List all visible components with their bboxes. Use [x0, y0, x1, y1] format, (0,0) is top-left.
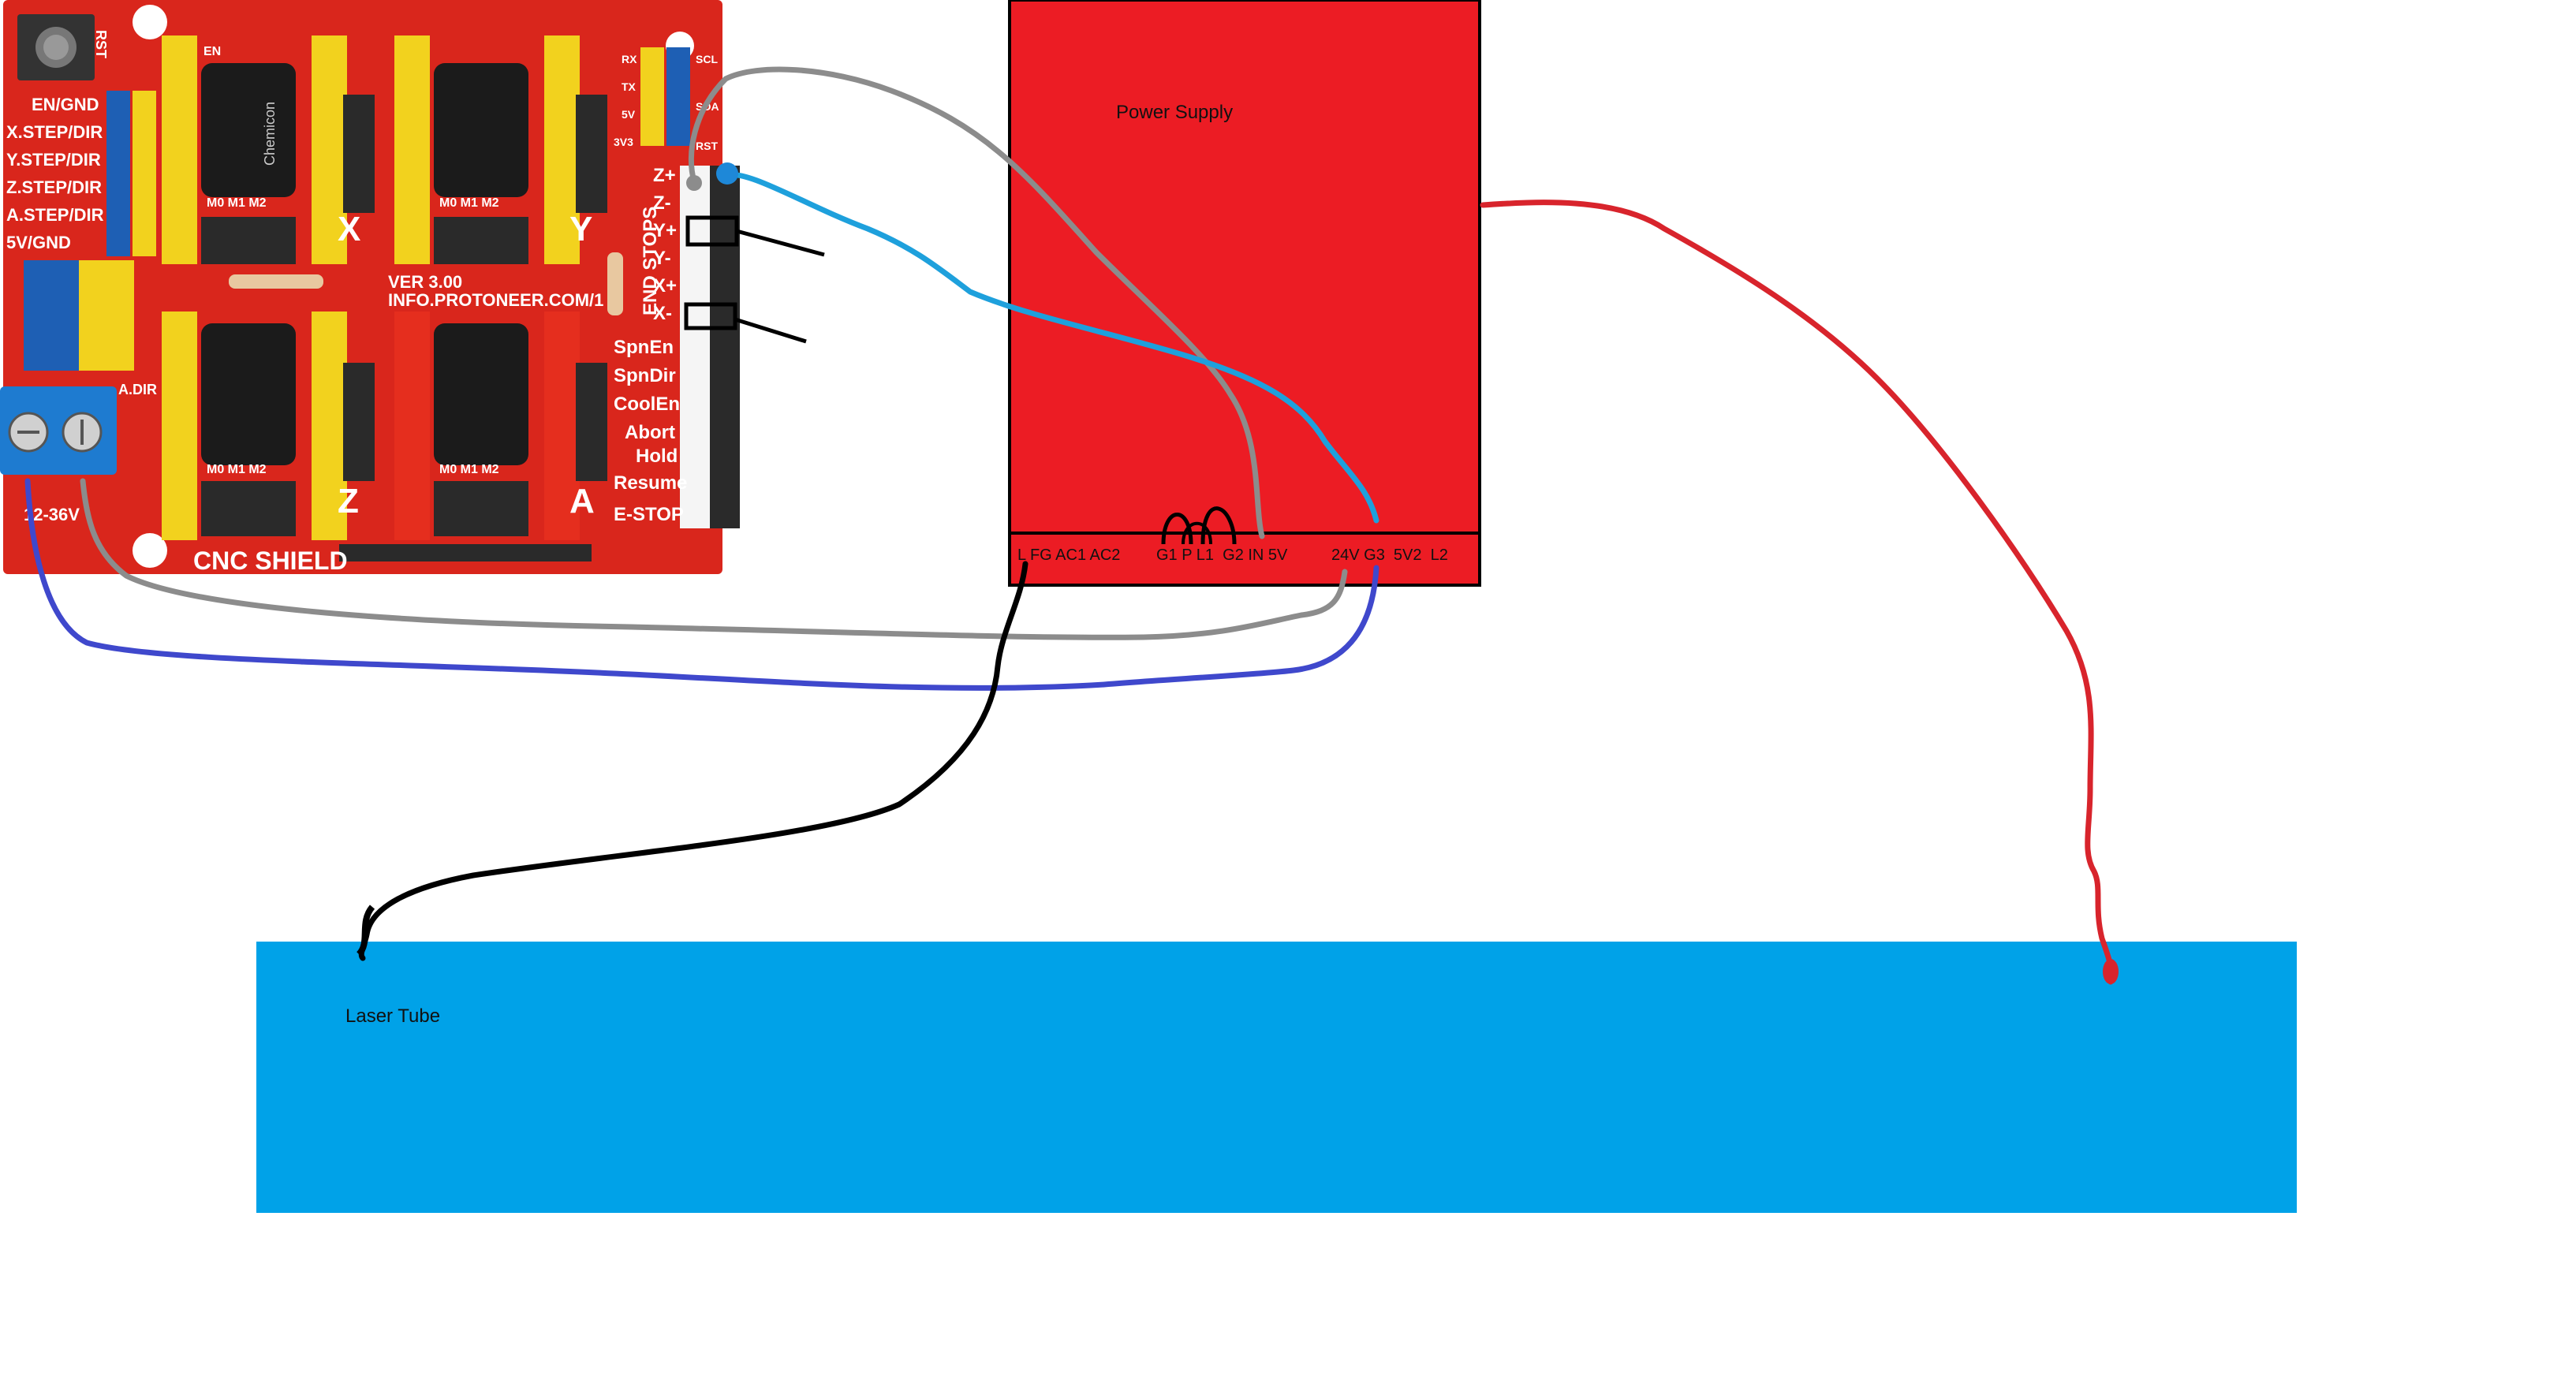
control-pin-coolen: CoolEn	[614, 394, 680, 415]
cap-brand-label: Chemicon	[262, 102, 278, 166]
endstop-pin-z-minus: Z-	[653, 192, 671, 214]
endstop-pin-x-plus: X+	[653, 275, 677, 297]
terminals-left: L FG AC1 AC2	[1017, 547, 1120, 564]
endstop-y-lead	[736, 229, 825, 257]
website-label: INFO.PROTONEER.COM/1	[388, 290, 603, 310]
wire-blue-g3	[722, 171, 1379, 524]
stepper-driver-a: M0 M1 M2	[394, 311, 580, 540]
jumper-headers	[24, 260, 134, 371]
endstop-x-highlight	[684, 302, 737, 330]
side-header	[640, 47, 690, 146]
control-pin-spnen: SpnEn	[614, 337, 674, 358]
endstop-pin-y-minus: Y-	[653, 248, 671, 269]
version-label: VER 3.00	[388, 272, 462, 292]
axis-label-x: X	[338, 210, 360, 248]
reset-button	[17, 14, 95, 80]
left-label-en-gnd: EN/GND	[32, 95, 99, 114]
laser-tube-body	[256, 942, 2297, 1213]
power-supply-body	[1008, 0, 1481, 587]
control-pin-estop: E-STOP	[614, 504, 684, 525]
driver-pins-a: M0 M1 M2	[439, 463, 499, 476]
left-label-x-step: X.STEP/DIR	[6, 122, 103, 142]
stepper-driver-y: M0 M1 M2	[394, 35, 580, 264]
driver-pins-x: M0 M1 M2	[207, 196, 267, 210]
cnc-shield-board: RST EN/GND X.STEP/DIR Y.STEP/DIR Z.STEP/…	[0, 0, 825, 575]
axis-label-a: A	[569, 482, 595, 520]
terminals-mid: G1 P L1 G2 IN 5V	[1156, 547, 1288, 564]
axis-label-z: Z	[338, 482, 359, 520]
control-pin-resume: Resume	[614, 472, 687, 494]
side-pin-tx: TX	[622, 80, 637, 93]
wire-gray-5v	[688, 66, 1265, 539]
jumper-loop-1	[1161, 513, 1193, 545]
wire-darkblue-g3	[24, 478, 1379, 691]
control-pin-hold: Hold	[636, 446, 678, 467]
driver-pins-z: M0 M1 M2	[207, 463, 267, 476]
endstop-pin-x-minus: X-	[653, 303, 672, 324]
driver-pins-y: M0 M1 M2	[439, 196, 499, 210]
axis-label-y: Y	[569, 210, 592, 248]
control-pin-abort: Abort	[625, 422, 675, 443]
endstop-pin-y-plus: Y+	[653, 220, 677, 241]
side-pin-rx: RX	[622, 53, 637, 65]
rst-label: RST	[93, 30, 109, 58]
laser-tube-label: Laser Tube	[345, 1005, 440, 1027]
power-terminal	[0, 386, 117, 475]
wire-black-laser	[358, 561, 1029, 961]
adir-label: A.DIR	[118, 382, 157, 397]
endstops-label: END STOPS	[640, 207, 661, 315]
laser-tube: Laser Tube	[256, 942, 2297, 1213]
en-label-x: EN	[203, 45, 221, 58]
side-pin-5v: 5V	[622, 108, 636, 121]
wire-red-laser	[1480, 200, 2115, 985]
board-title: CNC SHIELD	[193, 547, 348, 575]
left-label-a-step: A.STEP/DIR	[6, 205, 104, 225]
left-label-z-step: Z.STEP/DIR	[6, 177, 102, 197]
side-pin-3v3: 3V3	[614, 136, 633, 148]
control-pin-spndir: SpnDir	[614, 365, 676, 386]
stepper-driver-z: M0 M1 M2	[162, 311, 347, 540]
wire-gray-24v	[80, 478, 1348, 640]
stepper-driver-x: Chemicon M0 M1 M2 EN	[162, 35, 347, 264]
power-supply: Power Supply L FG AC1 AC2 G1 P L1 G2 IN …	[1008, 0, 1481, 587]
endstop-pin-z-plus: Z+	[653, 165, 676, 186]
left-label-5v-gnd: 5V/GND	[6, 233, 71, 252]
left-header	[106, 91, 156, 256]
terminals-right: 24V G3 5V2 L2	[1331, 547, 1448, 564]
side-pin-rst: RST	[696, 140, 718, 152]
endstop-x-lead	[734, 317, 807, 344]
left-label-y-step: Y.STEP/DIR	[6, 150, 101, 170]
power-supply-label: Power Supply	[1116, 102, 1233, 123]
side-pin-scl: SCL	[696, 53, 718, 65]
